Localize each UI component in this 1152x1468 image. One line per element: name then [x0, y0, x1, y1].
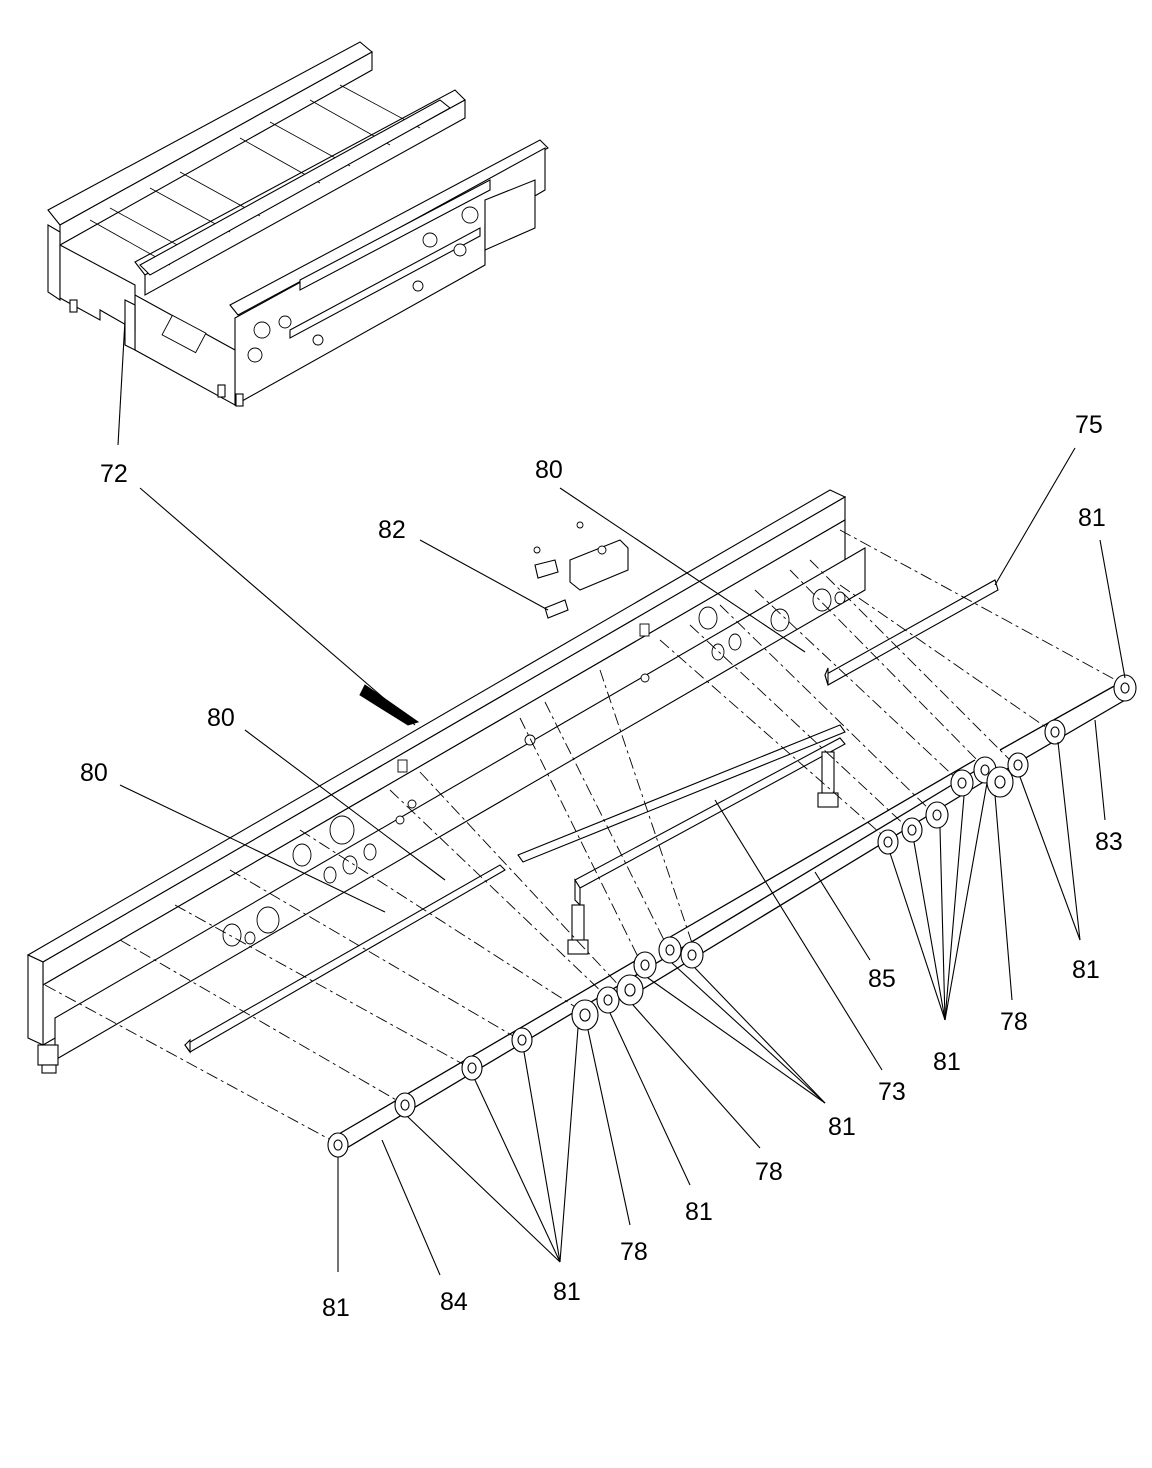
frame-holes	[222, 588, 846, 947]
callout-78-center: 78	[755, 1158, 783, 1186]
callout-81-bottom-left: 81	[322, 1294, 350, 1322]
callout-82: 82	[378, 516, 406, 544]
callout-80-left: 80	[80, 759, 108, 787]
callout-73: 73	[878, 1078, 906, 1106]
callout-81-center-right: 81	[933, 1048, 961, 1076]
callout-80-middle: 80	[207, 704, 235, 732]
callout-78-left: 78	[620, 1238, 648, 1266]
guide-bar-75	[824, 579, 999, 686]
view-arrow	[359, 684, 420, 726]
callout-78-right: 78	[1000, 1008, 1028, 1036]
callout-81-top-right: 81	[1078, 504, 1106, 532]
leader-lines	[117, 319, 1126, 1276]
callout-85: 85	[868, 965, 896, 993]
callout-labels: 72 75 80 82 81 80 80 83 81 85 78 81 73 8…	[80, 411, 1123, 1322]
callout-83: 83	[1095, 828, 1123, 856]
belt-84	[331, 957, 649, 1153]
bracket-73	[517, 724, 846, 955]
pulleys	[327, 674, 1137, 1158]
side-frame	[26, 489, 866, 1074]
flat-bar	[184, 864, 506, 1054]
callout-80-top: 80	[535, 456, 563, 484]
callout-81-right: 81	[1072, 956, 1100, 984]
switch-bracket	[533, 521, 629, 619]
callout-72: 72	[100, 460, 128, 488]
callout-81-center: 81	[828, 1113, 856, 1141]
conveyor-assembly-view	[47, 41, 549, 407]
callout-81-lower-center: 81	[685, 1198, 713, 1226]
assembly-lines	[44, 529, 1126, 1146]
callout-75: 75	[1075, 411, 1103, 439]
callout-84: 84	[440, 1288, 468, 1316]
callout-81-bottom: 81	[553, 1278, 581, 1306]
